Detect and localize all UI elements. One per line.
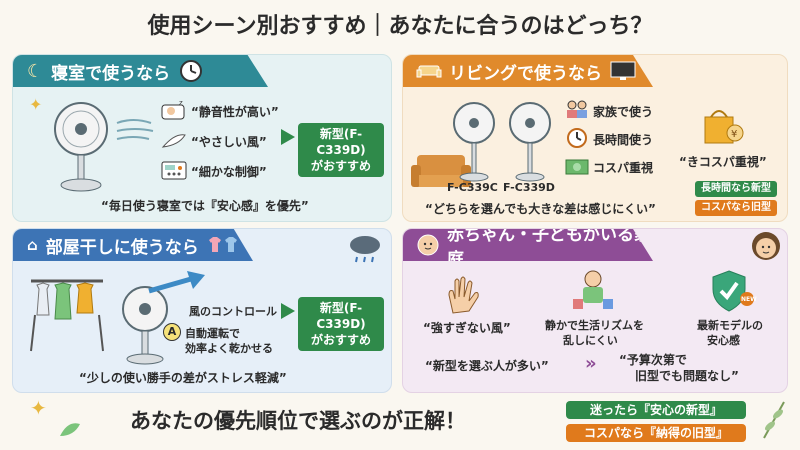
- sparkle-icon: ✦: [29, 95, 43, 114]
- shopping-bag-icon: ¥: [704, 110, 744, 144]
- laundry-footer: “少しの使い勝手の差がストレス軽減”: [79, 371, 287, 385]
- mother-icon: [752, 232, 780, 260]
- baby-point-2-line1: 静かで生活リズムを: [545, 319, 644, 332]
- bedroom-recommend: 新型(F-C339D) がおすすめ: [298, 123, 384, 177]
- bedroom-panel: ☾ 寝室で使うなら ✦ z “静音性が高い” “やさしい風” “細かな制御”: [12, 54, 392, 222]
- leaf-branch-icon: [763, 401, 785, 439]
- baby-point-3-line2: 安心感: [707, 334, 740, 347]
- fan-c-icon: [453, 102, 495, 182]
- laundry-rack-icon: [30, 279, 104, 352]
- auto-mode-icon: A: [163, 323, 181, 341]
- rain-cloud-icon: [350, 236, 380, 263]
- laundry-panel: ⌂ 部屋干しに使うなら 風のコントロール A 自動運転で 効率よく乾かせる 新: [12, 228, 392, 393]
- laundry-recommend-line1: 新型(F-C339D): [316, 301, 366, 331]
- airflow-arrow-icon: [148, 271, 205, 294]
- living-header: リビングで使うなら: [403, 55, 653, 87]
- sofa-icon: [416, 65, 442, 78]
- svg-text:z: z: [179, 99, 183, 107]
- fan-d-icon: [509, 102, 551, 182]
- bedroom-point-1: “静音性が高い”: [191, 105, 279, 119]
- laundry-recommend: 新型(F-C339D) がおすすめ: [298, 297, 384, 351]
- wind-icon: [116, 119, 154, 140]
- bedroom-header: ☾ 寝室で使うなら: [13, 55, 268, 87]
- bedroom-footer: “毎日使う寝室では『安心感』を優先”: [101, 199, 309, 213]
- shield-check-icon: [712, 270, 754, 312]
- living-footer: “どちらを選んでも大きな差は感じにくい”: [425, 202, 656, 216]
- laundry-heading: 部屋干しに使うなら: [45, 237, 199, 258]
- living-point-1: 家族で使う: [593, 105, 654, 119]
- sparkle-icon: ✦: [30, 396, 47, 420]
- clock-icon: [180, 60, 203, 82]
- baby-point-1: “強すぎない風”: [423, 321, 511, 335]
- moon-icon: ☾: [27, 60, 44, 82]
- baby-icon: [417, 234, 439, 256]
- tag-cost-old: コスパなら旧型: [695, 200, 777, 216]
- baby-panel: 赤ちゃん・子どもがいる家庭 “強すぎない風” 静かで生活リズムを 乱しにくい N…: [402, 228, 788, 393]
- badge-new-model: 迷ったら『安心の新型』: [566, 401, 746, 419]
- laundry-header: ⌂ 部屋干しに使うなら: [13, 229, 253, 261]
- badge-old-model: コスパなら『納得の旧型』: [566, 424, 746, 442]
- sofa-large-icon: [411, 155, 471, 187]
- toy-blocks-icon: [573, 270, 613, 309]
- conclusion-message: あなたの優先順位で選ぶのが正解！: [130, 409, 466, 433]
- feather-icon: [161, 134, 186, 148]
- hanger-icon: ⌂: [27, 236, 38, 254]
- double-chevron-icon: »: [585, 353, 597, 374]
- living-heading: リビングで使うなら: [449, 63, 602, 84]
- fan-label-c: F-C339C: [447, 181, 498, 194]
- laundry-auto-line1: 自動運転で: [185, 327, 240, 340]
- laundry-recommend-line2: がおすすめ: [310, 333, 371, 347]
- arrow-right-icon: [281, 129, 295, 145]
- bedroom-recommend-line2: がおすすめ: [310, 159, 371, 173]
- tag-long-use-new: 長時間なら新型: [695, 181, 777, 197]
- laundry-wind-label: 風のコントロール: [189, 305, 277, 318]
- svg-text:¥: ¥: [731, 129, 737, 140]
- control-panel-icon: [161, 161, 187, 180]
- family-icon: [567, 100, 587, 118]
- yen-bill-icon: [565, 159, 589, 175]
- bedroom-point-3: “細かな制御”: [191, 165, 267, 179]
- baby-footer-right-line2: 旧型でも問題なし”: [635, 369, 739, 383]
- baby-footer-left: “新型を選ぶ人が多い”: [425, 359, 549, 373]
- laundry-auto-line2: 効率よく乾かせる: [185, 342, 273, 355]
- clock-small-icon: [567, 128, 587, 148]
- fan-laundry-icon: [122, 286, 168, 365]
- baby-heading: 赤ちゃん・子どもがいる家庭: [447, 228, 651, 270]
- arrow-right-icon: [281, 303, 295, 319]
- living-panel: リビングで使うなら F-C339C F-C339D 家族で使う 長時間使う: [402, 54, 788, 222]
- living-point-2: 長時間使う: [593, 133, 654, 147]
- baby-point-2-line2: 乱しにくい: [563, 334, 618, 347]
- fan-label-d: F-C339D: [503, 181, 555, 194]
- shirt-icon: [208, 237, 237, 252]
- bedroom-heading: 寝室で使うなら: [51, 63, 171, 84]
- bedroom-recommend-line1: 新型(F-C339D): [316, 127, 366, 157]
- living-cost-quote: “きコスパ重視”: [679, 155, 767, 169]
- new-badge: NEW: [741, 296, 757, 303]
- page-title: 使用シーン別おすすめ｜あなたに合うのはどっち？: [147, 14, 653, 39]
- hand-icon: [448, 276, 479, 314]
- living-point-3: コスパ重視: [593, 161, 654, 175]
- baby-point-3-line1: 最新モデルの: [697, 319, 763, 332]
- baby-footer-right-line1: “予算次第で: [619, 353, 687, 367]
- sleeping-face-icon: z: [161, 99, 185, 120]
- bedroom-point-2: “やさしい風”: [191, 135, 267, 149]
- fan-icon: [54, 102, 108, 192]
- tv-icon: [610, 61, 636, 80]
- baby-header: 赤ちゃん・子どもがいる家庭: [403, 229, 653, 261]
- leaf-icon: [60, 423, 80, 436]
